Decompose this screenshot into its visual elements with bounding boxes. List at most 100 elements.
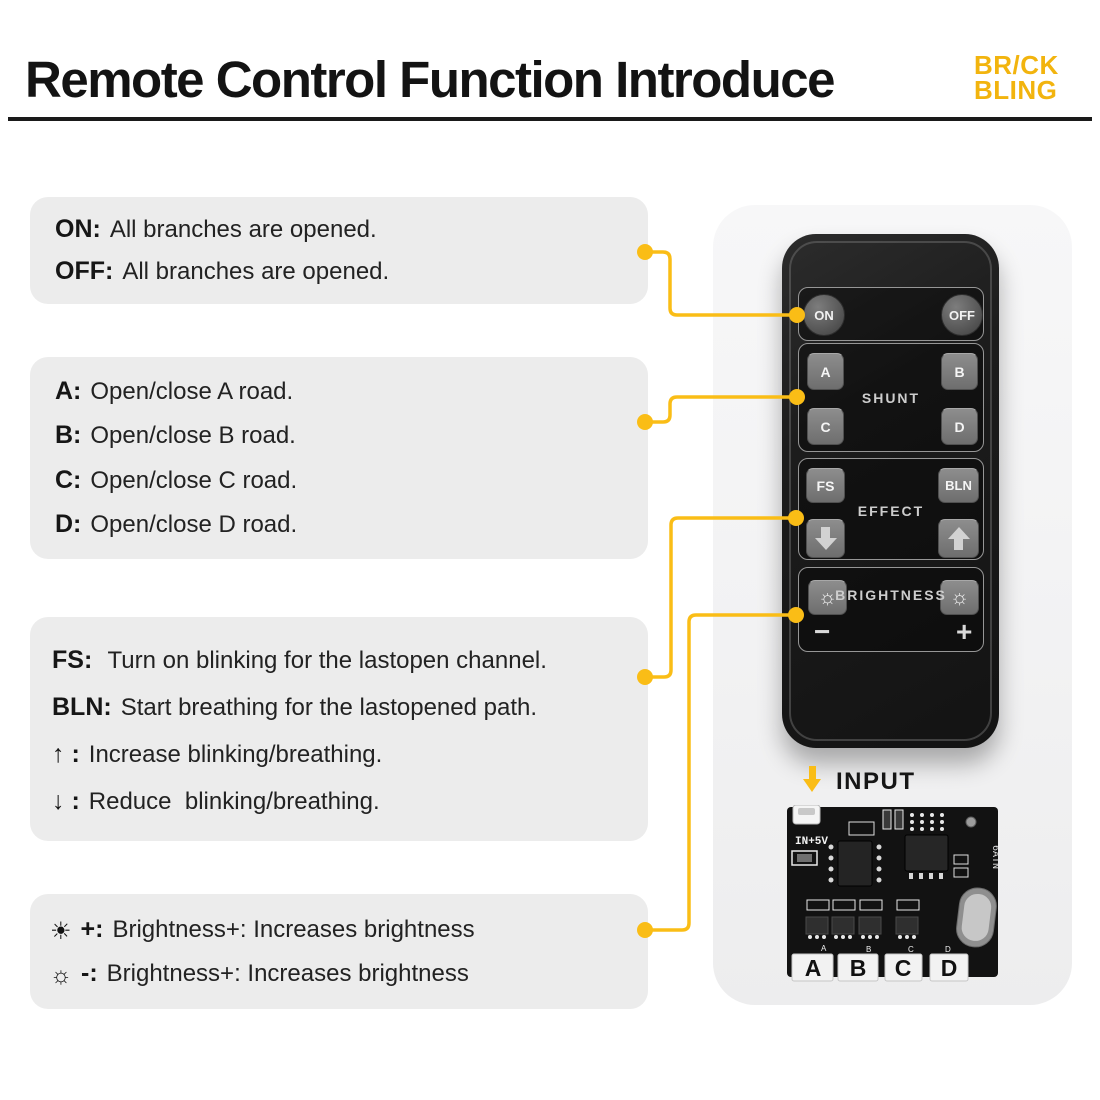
bln-button-label: BLN bbox=[945, 478, 972, 493]
term-description: Turn on blinking for the lastopen channe… bbox=[101, 646, 547, 674]
arrow-up-icon bbox=[947, 527, 970, 550]
term-label: C: bbox=[55, 465, 82, 494]
pcb-ic-chip bbox=[904, 834, 949, 872]
remote-fs-button: FS bbox=[806, 468, 845, 503]
port-d-connector bbox=[929, 953, 969, 982]
port-b-connector bbox=[837, 953, 879, 982]
list-item: ↓ : Reduce blinking/breathing. bbox=[52, 786, 648, 816]
off-button-label: OFF bbox=[949, 307, 975, 323]
remote-bezel bbox=[789, 241, 992, 741]
term-description: All branches are opened. bbox=[109, 216, 377, 243]
remote-on-button: ON bbox=[803, 294, 845, 336]
list-item: A: Open/close A road. bbox=[55, 376, 648, 406]
remote-panel-effect: FS BLN EFFECT bbox=[798, 458, 984, 560]
remote-speed-up-button bbox=[938, 519, 979, 558]
down-arrow-label: ↓ : bbox=[52, 786, 80, 815]
term-description: Open/close A road. bbox=[90, 377, 294, 405]
port-a-label: A bbox=[805, 955, 822, 981]
port-c-label: C bbox=[895, 955, 912, 981]
list-item: ☼ -: Brightness+: Increases brightness bbox=[50, 958, 648, 989]
receiver-circuit-board: IN+5V 6ATN bbox=[787, 805, 998, 982]
pcb-solder-pads bbox=[828, 844, 882, 883]
list-item: ↑ : Increase blinking/breathing. bbox=[52, 739, 648, 769]
term-label: ON: bbox=[55, 215, 101, 243]
pcb-output-ports: A B C D bbox=[791, 953, 969, 982]
svg-text:D: D bbox=[945, 945, 951, 954]
pcb-transistor-row bbox=[805, 899, 920, 939]
term-label: +: bbox=[80, 915, 104, 943]
pcb-capacitor bbox=[894, 809, 904, 830]
a-button-label: A bbox=[820, 363, 831, 380]
remote-d-button: D bbox=[941, 408, 978, 445]
fs-button-label: FS bbox=[816, 477, 835, 494]
sun-filled-icon: ☀ bbox=[50, 918, 72, 945]
info-box-power: ON: All branches are opened. OFF: All br… bbox=[30, 197, 648, 304]
remote-c-button: C bbox=[807, 408, 844, 445]
title-divider bbox=[8, 117, 1092, 121]
remote-speed-down-button bbox=[806, 519, 845, 558]
remote-control: ON OFF A B C D SHUNT FS BLN EFFECT bbox=[782, 234, 999, 748]
pcb-solder-pads bbox=[909, 873, 943, 879]
pcb-silkscreen bbox=[953, 867, 969, 878]
minus-glyph: − bbox=[814, 616, 831, 647]
pcb-pad-grid bbox=[910, 813, 944, 831]
list-item: OFF: All branches are opened. bbox=[55, 256, 648, 286]
term-label: A: bbox=[55, 376, 82, 405]
usb-port-slot bbox=[798, 808, 815, 815]
term-label: -: bbox=[81, 958, 98, 987]
term-label: B: bbox=[55, 421, 82, 449]
list-item: FS: Turn on blinking for the lastopen ch… bbox=[52, 645, 648, 675]
remote-brightness-up-button: ☼ bbox=[940, 580, 979, 615]
remote-panel-power: ON OFF bbox=[798, 287, 984, 341]
term-description: Open/close B road. bbox=[90, 422, 296, 449]
b-button-label: B bbox=[954, 363, 965, 380]
remote-off-button: OFF bbox=[941, 294, 983, 336]
page-title: Remote Control Function Introduce bbox=[25, 51, 835, 108]
d-button-label: D bbox=[954, 418, 965, 435]
brand-logo-line1: BR/CK bbox=[974, 50, 1059, 80]
up-arrow-label: ↑ : bbox=[52, 739, 80, 768]
term-description: Open/close D road. bbox=[90, 511, 298, 538]
term-label: FS: bbox=[52, 645, 93, 674]
term-description: Increase blinking/breathing. bbox=[88, 740, 383, 768]
c-button-label: C bbox=[820, 418, 831, 435]
pcb-component bbox=[797, 854, 812, 862]
pcb-mounting-hole bbox=[965, 816, 977, 828]
sun-outline-icon: ☼ bbox=[50, 961, 72, 989]
pcb-ic-chip bbox=[837, 840, 873, 887]
svg-text:A: A bbox=[821, 944, 827, 953]
info-box-effect: FS: Turn on blinking for the lastopen ch… bbox=[30, 617, 648, 841]
list-item: ON: All branches are opened. bbox=[55, 215, 648, 244]
list-item: D: Open/close D road. bbox=[55, 510, 648, 539]
pcb-capacitor bbox=[882, 809, 892, 830]
list-item: B: Open/close B road. bbox=[55, 421, 648, 450]
remote-brightness-down-button: ☼ bbox=[808, 580, 847, 615]
effect-section-label: EFFECT bbox=[857, 503, 925, 519]
pcb-silkscreen bbox=[848, 821, 875, 836]
remote-b-button: B bbox=[941, 353, 978, 390]
brand-logo: BR/CK BLING bbox=[974, 50, 1059, 105]
pcb-silk-letters: A B C D bbox=[821, 944, 951, 954]
remote-a-button: A bbox=[807, 353, 844, 390]
term-description: Start breathing for the lastopened path. bbox=[120, 693, 538, 721]
port-d-label: D bbox=[941, 955, 958, 981]
list-item: BLN: Start breathing for the lastopened … bbox=[52, 692, 648, 722]
info-box-brightness: ☀ +: Brightness+: Increases brightness ☼… bbox=[30, 894, 648, 1009]
list-item: C: Open/close C road. bbox=[55, 465, 648, 495]
input-label: INPUT bbox=[836, 768, 916, 795]
pcb-input-label: IN+5V bbox=[795, 836, 828, 848]
term-description: Brightness+: Increases brightness bbox=[106, 959, 469, 987]
port-c-connector bbox=[884, 953, 923, 982]
brand-logo-line2: BLING bbox=[974, 74, 1058, 105]
term-label: OFF: bbox=[55, 256, 114, 285]
svg-text:C: C bbox=[908, 945, 914, 954]
term-label: D: bbox=[55, 510, 82, 538]
remote-panel-shunt: A B C D SHUNT bbox=[798, 343, 984, 452]
term-description: Reduce blinking/breathing. bbox=[88, 787, 380, 815]
term-label: BLN: bbox=[52, 692, 112, 721]
term-description: Brightness+: Increases brightness bbox=[112, 916, 475, 943]
port-b-label: B bbox=[850, 955, 867, 981]
arrow-down-icon bbox=[814, 527, 837, 550]
pcb-silkscreen bbox=[953, 854, 969, 865]
